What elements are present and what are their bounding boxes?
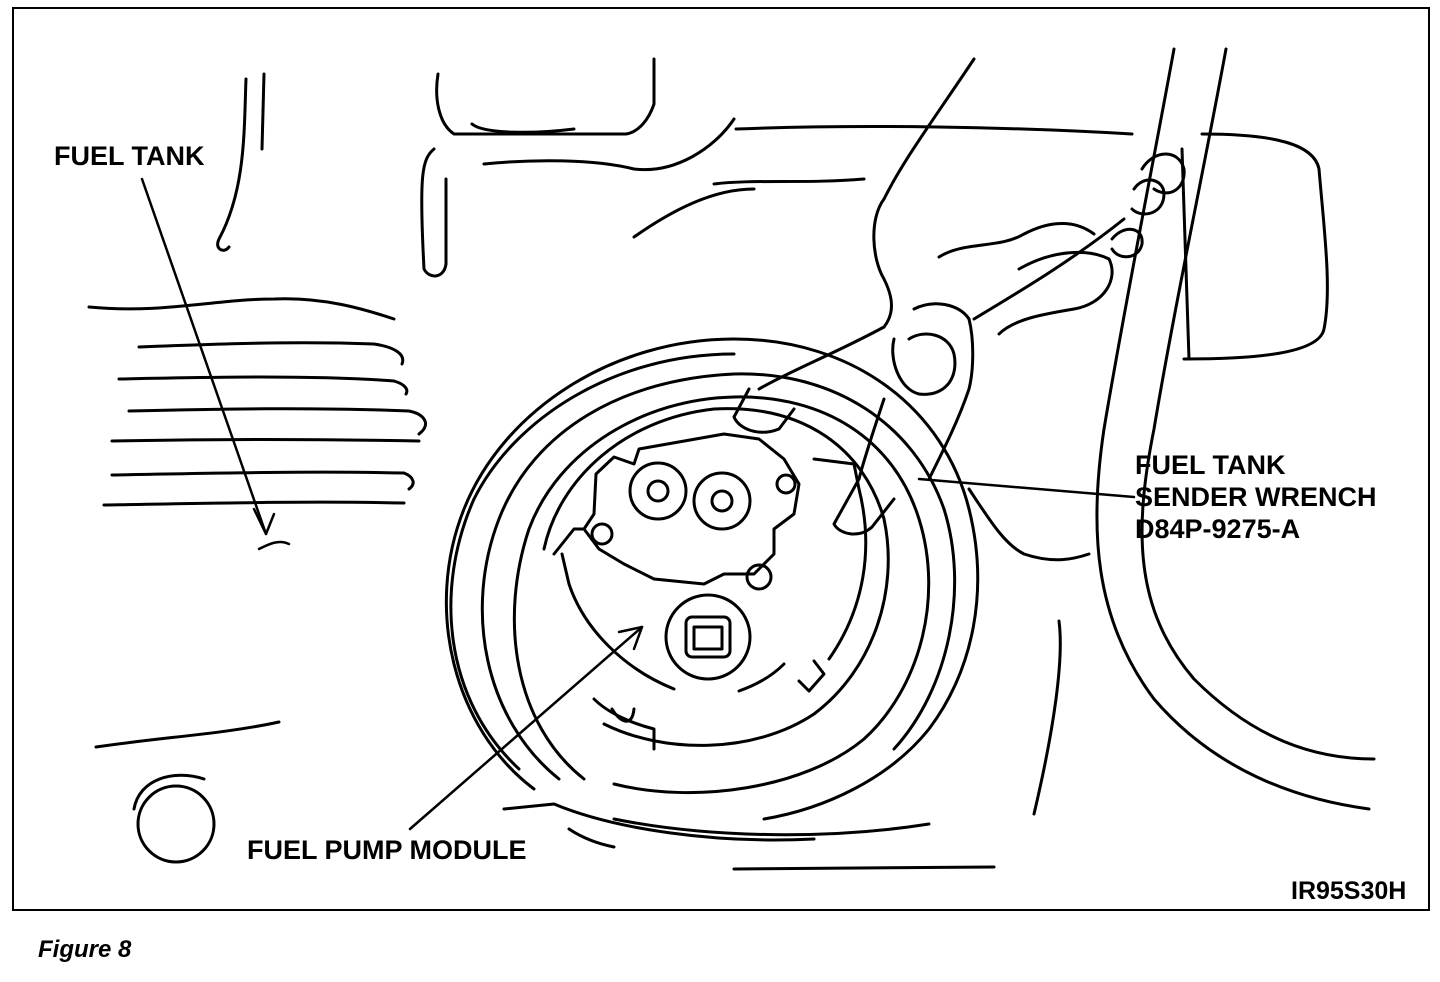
- right-edge-details: [967, 487, 1091, 816]
- sender-wrench-line1: FUEL TANK: [1135, 450, 1286, 480]
- lower-left-details: [94, 720, 281, 864]
- fuel-pump-illustration: [87, 47, 1376, 871]
- module-top-plate: [552, 432, 868, 751]
- sender-wrench-leader: [917, 477, 1136, 499]
- illustration-frame: FUEL TANK FUEL TANK SENDER WRENCH D84P-9…: [12, 7, 1430, 911]
- sender-wrench-line2: SENDER WRENCH: [1135, 482, 1377, 512]
- reference-code: IR95S30H: [1291, 877, 1407, 905]
- tank-body-outline: [216, 57, 1329, 361]
- right-strap: [1095, 47, 1376, 811]
- sender-wrench-label: FUEL TANK SENDER WRENCH D84P-9275-A: [1135, 449, 1377, 545]
- fuel-pump-module-label: FUEL PUMP MODULE: [247, 835, 527, 865]
- sender-wrench-part-number: D84P-9275-A: [1135, 514, 1301, 544]
- module-rings: [444, 337, 996, 871]
- fuel-tank-leader: [140, 177, 291, 551]
- figure-caption: Figure 8: [38, 936, 132, 963]
- fuel-pump-module-leader: [408, 625, 644, 831]
- fuel-tank-label: FUEL TANK: [54, 141, 205, 171]
- tank-ribs: [87, 297, 427, 507]
